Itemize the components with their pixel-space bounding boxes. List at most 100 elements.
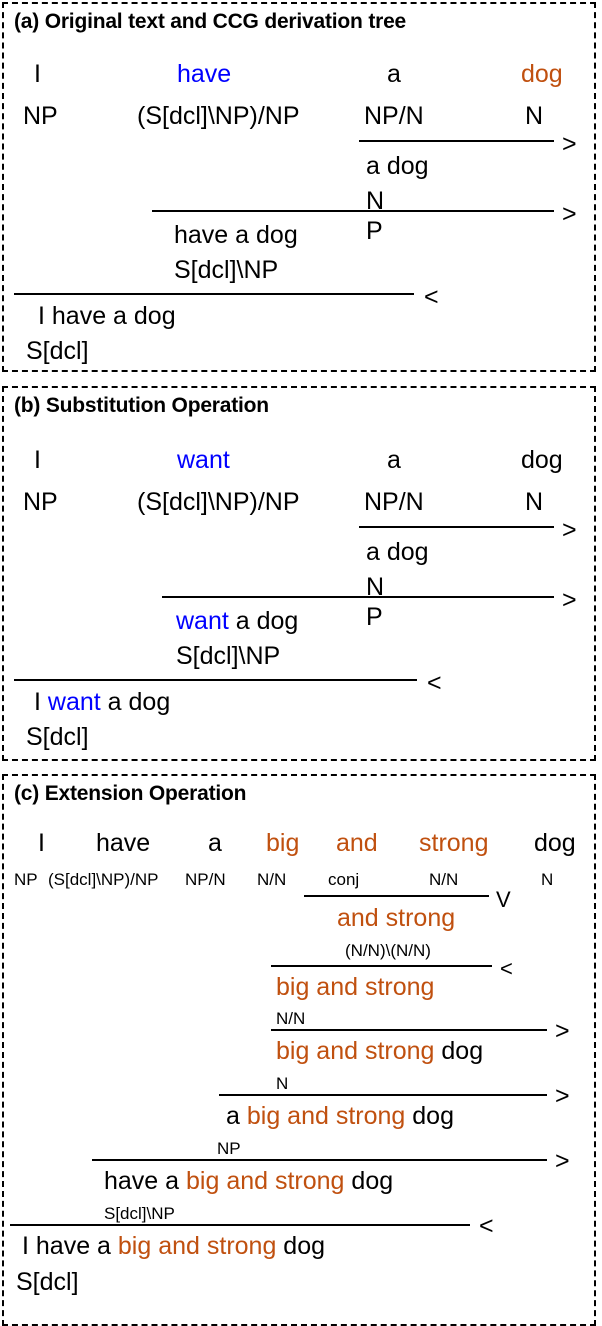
panel-a-rule-line-0 [359, 140, 554, 142]
panel-c-rule-mark-2: > [555, 1017, 570, 1045]
panel-a-span-cat-2: S[dcl] [26, 337, 89, 365]
panel-c-cat-0: NP [14, 870, 38, 889]
panel-a-cat-3: N [525, 102, 544, 130]
panel-a-word-1: have [177, 60, 232, 88]
panel-a-rule-mark-1: > [562, 200, 577, 228]
panel-a-rule-mark-2: < [424, 283, 439, 311]
panel-c-cat-1: (S[dcl]\NP)/NP [48, 870, 159, 889]
panel-a-span-2: I have a dog [38, 302, 176, 330]
panel-c-span-3-highlight: big and strong [246, 1102, 406, 1130]
panel-c-span-0: and strong [337, 904, 456, 932]
panel-c-span-cat-2: N [276, 1074, 289, 1093]
panel-a-word-3: dog [521, 60, 563, 88]
panel-c-span-cat-4: S[dcl]\NP [104, 1204, 175, 1223]
panel-c-span-3-post: dog [405, 1102, 454, 1130]
panel-c-span-2: big and strong dog [276, 1039, 483, 1064]
panel-c-span-3-pre: a [226, 1102, 247, 1130]
panel-a-cat-1: (S[dcl]\NP)/NP [137, 102, 300, 130]
panel-a-rule-mark-0: > [562, 130, 577, 158]
panel-b-span-2-post: a dog [100, 688, 171, 716]
panel-b-word-2: a [387, 446, 401, 474]
panel-c-word-3: big [266, 829, 300, 857]
panel-c-cat-5: N/N [429, 870, 459, 889]
panel-a-cat-0: NP [23, 102, 58, 130]
panel-b-span-cat-1: S[dcl]\NP [176, 642, 281, 670]
panel-c-span-cat-1: N/N [276, 1009, 306, 1028]
panel-c-word-5: strong [419, 829, 489, 857]
panel-b-span-cat-2: S[dcl] [26, 723, 89, 751]
panel-b-cat-2: NP/N [364, 488, 424, 516]
panel-b-span-2-highlight: want [47, 688, 101, 716]
panel-c-span-3: a big and strong dog [226, 1104, 454, 1129]
panel-b-word-1: want [177, 446, 230, 474]
panel-b-rule-line-0 [359, 526, 554, 528]
panel-substitution-operation: (b) Substitution Operation I want a dog … [2, 386, 596, 761]
panel-a-rule-line-1 [152, 210, 554, 212]
panel-c-span-5-post: dog [276, 1232, 326, 1260]
panel-b-word-3: dog [521, 446, 563, 474]
panel-c-rule-line-5 [10, 1224, 470, 1226]
panel-a-span-cat-1: S[dcl]\NP [174, 256, 279, 284]
panel-b-cat-3: N [525, 488, 544, 516]
panel-c-rule-line-3 [219, 1094, 547, 1096]
panel-b-cat-0: NP [23, 488, 58, 516]
panel-c-span-cat-3: NP [217, 1139, 241, 1158]
panel-a-word-0: I [34, 60, 41, 88]
panel-c-span-5: I have a big and strong dog [22, 1234, 325, 1259]
panel-extension-operation: (c) Extension Operation I have a big and… [2, 774, 596, 1326]
panel-a-rule-line-2 [14, 293, 414, 295]
panel-a-word-2: a [387, 60, 401, 88]
panel-b-span-1-rest: a dog [228, 607, 299, 635]
panel-b-word-0: I [34, 446, 41, 474]
panel-b-span-cat-0-lower: P [366, 603, 383, 631]
panel-c-rule-line-1 [271, 965, 492, 967]
panel-c-cat-2: NP/N [185, 870, 226, 889]
panel-b-title: (b) Substitution Operation [14, 394, 269, 417]
panel-b-span-0: a dog [366, 538, 429, 566]
panel-c-word-0: I [38, 829, 45, 857]
panel-c-word-2: a [208, 829, 222, 857]
panel-c-word-1: have [96, 829, 151, 857]
panel-b-rule-line-1 [162, 596, 554, 598]
panel-c-title: (c) Extension Operation [14, 782, 247, 805]
panel-b-rule-mark-2: < [427, 669, 442, 697]
panel-c-rule-mark-3: > [555, 1082, 570, 1110]
panel-a-span-cat-0-lower: P [366, 217, 383, 245]
panel-b-cat-1: (S[dcl]\NP)/NP [137, 488, 300, 516]
panel-c-span-cat-5: S[dcl] [16, 1268, 79, 1296]
panel-c-span-5-highlight: big and strong [117, 1232, 277, 1260]
panel-b-span-cat-0-upper: N [366, 573, 385, 601]
panel-c-span-4-highlight: big and strong [186, 1167, 345, 1195]
panel-b-span-2: I want a dog [34, 690, 170, 715]
panel-c-span-2-highlight: big and strong [276, 1037, 435, 1065]
panel-c-cat-4: conj [328, 870, 360, 889]
panel-c-span-2-rest: dog [434, 1037, 484, 1065]
panel-c-rule-mark-1: < [500, 956, 513, 981]
panel-b-rule-mark-0: > [562, 516, 577, 544]
panel-a-span-0: a dog [366, 152, 429, 180]
panel-c-cat-6: N [541, 870, 554, 889]
panel-b-rule-line-2 [14, 679, 417, 681]
panel-c-cat-3: N/N [257, 870, 287, 889]
panel-c-rule-mark-5: < [479, 1212, 494, 1240]
panel-c-rule-mark-4: > [555, 1147, 570, 1175]
panel-c-word-4: and [336, 829, 378, 857]
panel-b-span-1: want a dog [176, 609, 298, 634]
panel-c-span-5-pre: I have a [22, 1232, 118, 1260]
panel-c-span-4-post: dog [344, 1167, 394, 1195]
panel-a-cat-2: NP/N [364, 102, 424, 130]
panel-c-rule-line-4 [92, 1159, 547, 1161]
panel-c-rule-line-0 [304, 895, 489, 897]
panel-b-rule-mark-1: > [562, 586, 577, 614]
panel-original-derivation: (a) Original text and CCG derivation tre… [2, 2, 596, 372]
panel-a-span-1: have a dog [174, 221, 298, 249]
panel-b-span-1-highlight: want [176, 607, 229, 635]
panel-c-word-6: dog [534, 829, 576, 857]
panel-c-span-4: have a big and strong dog [104, 1169, 393, 1194]
panel-b-span-2-pre: I [34, 688, 48, 716]
panel-a-span-cat-0-upper: N [366, 187, 385, 215]
panel-c-span-4-pre: have a [104, 1167, 187, 1195]
panel-c-span-1: big and strong [276, 973, 435, 1001]
panel-c-rule-mark-0: V [496, 887, 511, 912]
panel-a-title: (a) Original text and CCG derivation tre… [14, 10, 407, 33]
